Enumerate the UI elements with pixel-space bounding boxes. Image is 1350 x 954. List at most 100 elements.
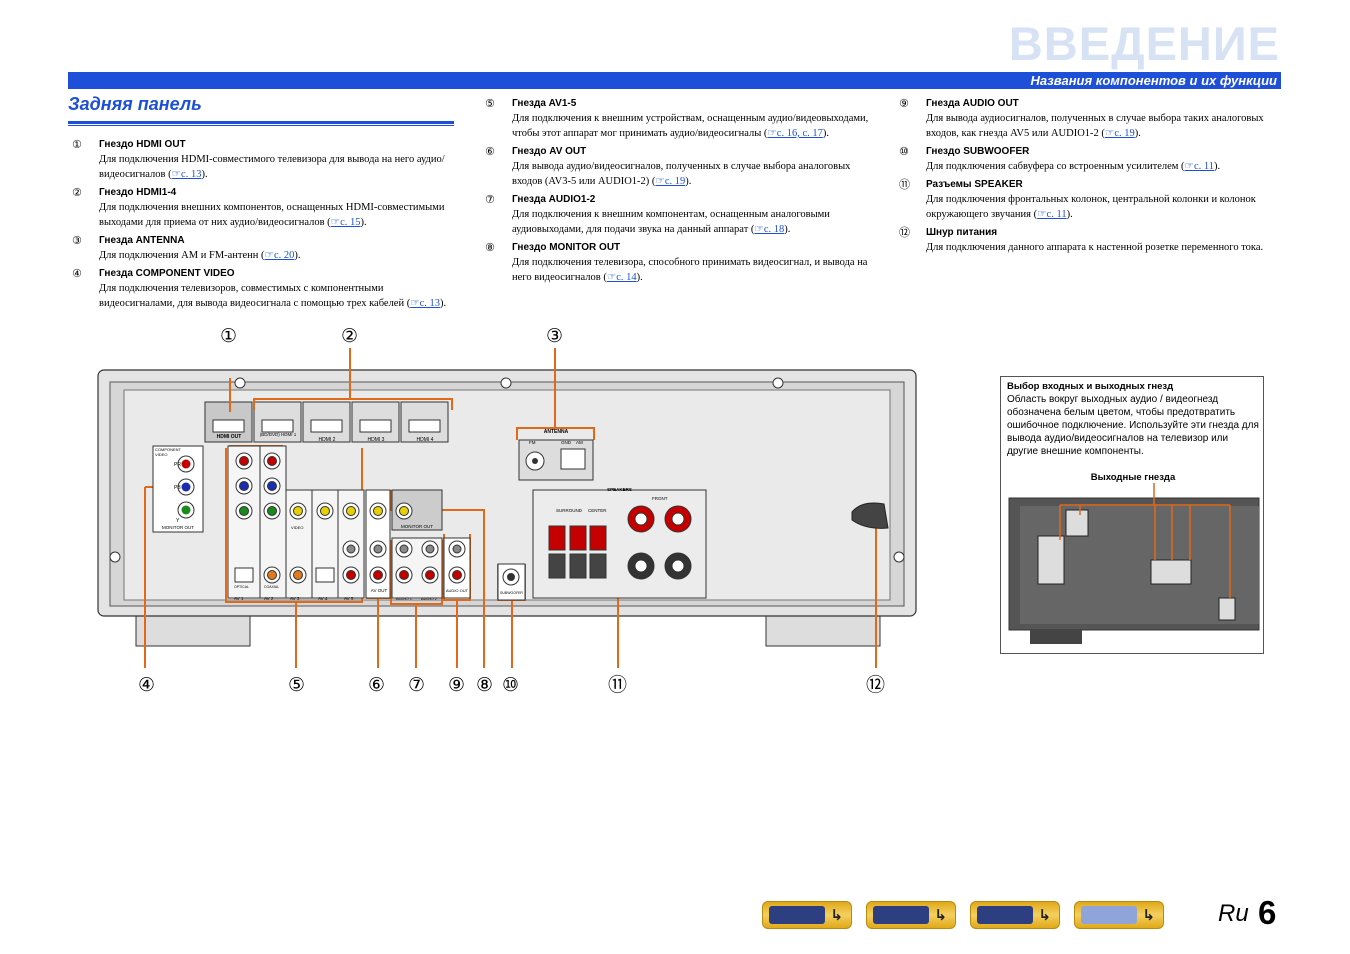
label-front: FRONT — [652, 496, 668, 501]
label-video: VIDEO — [291, 525, 304, 530]
callout-10: ⑩ — [502, 674, 520, 696]
item-text: Для подключения к внешним устройствам, о… — [512, 113, 869, 139]
label-center: CENTER — [588, 508, 607, 513]
label-hdmi4: HDMI 4 — [416, 437, 434, 443]
rear-panel-icon — [977, 906, 1033, 924]
label-av5: AV 5 — [344, 596, 354, 601]
nav-front-panel-button[interactable]: ↳ — [762, 901, 852, 929]
callout-8: ⑧ — [476, 674, 494, 696]
item-text: Для подключения сабвуфера со встроенным … — [926, 161, 1221, 172]
info-box-title: Выбор входных и выходных гнезд — [1007, 381, 1174, 392]
remote-control-icon — [1081, 906, 1137, 924]
item-title: Разъемы SPEAKER — [926, 179, 1023, 190]
item-title: Гнездо SUBWOOFER — [926, 146, 1030, 157]
return-arrow-icon: ↳ — [1038, 906, 1051, 924]
page-ref-link[interactable]: ☞с. 15 — [330, 217, 361, 228]
item-text: Для вывода аудиосигналов, полученных в с… — [926, 113, 1264, 139]
label-surround: SURROUND — [556, 508, 583, 513]
page-ref-link[interactable]: ☞с. 11 — [1184, 161, 1214, 172]
item-number: ③ — [72, 234, 82, 247]
callout-9: ⑨ — [448, 674, 466, 696]
label-hdmi3: HDMI 3 — [367, 437, 385, 443]
callout-11: ⑪ — [608, 674, 628, 696]
item-number: ⑨ — [899, 97, 909, 110]
label-gnd: GND — [561, 440, 571, 445]
section-rule — [68, 121, 454, 126]
label-am: AM — [576, 440, 583, 445]
label-av2: AV 2 — [264, 596, 274, 601]
items-column-3: ⑨ Гнезда AUDIO OUT Для вывода аудиосигнал… — [899, 96, 1284, 258]
page-ref-link[interactable]: ☞с. 18 — [754, 224, 785, 235]
list-item: ⑨ Гнезда AUDIO OUT Для вывода аудиосигнал… — [899, 96, 1284, 141]
page-ref-link[interactable]: ☞с. 14 — [606, 272, 637, 283]
item-title: Гнезда AUDIO OUT — [926, 98, 1019, 109]
page-ref-link[interactable]: ☞с. 16, с. 17 — [767, 128, 823, 139]
item-text: Для подключения HDMI-совместимого телеви… — [99, 154, 445, 180]
label-av-out: AV OUT — [370, 588, 388, 593]
label-audio-out: AUDIO OUT — [445, 588, 469, 593]
item-number: ⑪ — [899, 178, 910, 191]
callout-7: ⑦ — [408, 674, 426, 696]
item-title: Гнезда AV1-5 — [512, 98, 577, 109]
page-ref-link[interactable]: ☞с. 13 — [171, 169, 202, 180]
list-item: ⑧ Гнездо MONITOR OUT Для подключения теле… — [485, 240, 870, 285]
callout-3: ③ — [546, 325, 564, 347]
page-ref-link[interactable]: ☞с. 11 — [1037, 209, 1067, 220]
item-number: ⑥ — [485, 145, 495, 158]
item-number: ① — [72, 138, 82, 151]
page-ref-link[interactable]: ☞с. 13 — [410, 298, 441, 309]
label-av1: AV 1 — [234, 596, 244, 601]
label-pr: PR — [174, 462, 181, 468]
nav-remote-button[interactable]: ↳ — [1074, 901, 1164, 929]
label-hdmi1: (BD/DVD) HDMI 1 — [259, 432, 297, 437]
page-ref-link[interactable]: ☞с. 20 — [264, 250, 295, 261]
label-y: Y — [176, 518, 180, 524]
label-monitor-out: MONITOR OUT — [162, 525, 194, 530]
item-text: Для подключения внешних компонентов, осн… — [99, 202, 445, 228]
item-title: Гнездо MONITOR OUT — [512, 242, 621, 253]
label-antenna: ANTENNA — [543, 429, 569, 435]
item-number: ⑩ — [899, 145, 909, 158]
header-bar: Названия компонентов и их функции — [68, 72, 1281, 89]
label-optical: OPTICAL — [234, 585, 249, 589]
item-text: Для подключения телевизора, способного п… — [512, 257, 868, 283]
item-text: Для подключения телевизоров, совместимых… — [99, 283, 447, 309]
item-title: Гнезда COMPONENT VIDEO — [99, 268, 235, 279]
label-pb: PB — [174, 485, 181, 491]
info-box-output-label: Выходные гнезда — [1090, 472, 1176, 483]
label-hdmi-out: HDMI OUT — [216, 434, 242, 440]
item-title: Гнездо HDMI1-4 — [99, 187, 177, 198]
callout-12: ⑫ — [866, 674, 886, 696]
info-box: Выбор входных и выходных гнезд Область в… — [1000, 376, 1264, 654]
label-component-video: COMPONENT VIDEO — [155, 447, 181, 457]
page-number: 6 — [1258, 894, 1277, 931]
label-subwoofer: SUBWOOFER — [500, 591, 523, 595]
page-ref-link[interactable]: ☞с. 19 — [655, 176, 686, 187]
list-item: ⑩ Гнездо SUBWOOFER Для подключения сабвуф… — [899, 144, 1284, 174]
item-number: ⑫ — [899, 226, 910, 239]
callout-1: ① — [220, 325, 238, 347]
nav-rear-panel-button[interactable]: ↳ — [970, 901, 1060, 929]
header-bar-text: Названия компонентов и их функции — [1030, 73, 1277, 88]
nav-front-display-button[interactable]: ↳ — [866, 901, 956, 929]
return-arrow-icon: ↳ — [1142, 906, 1155, 924]
label-av4: AV 4 — [318, 596, 328, 601]
item-text: Для подключения к внешним компонентам, о… — [512, 209, 830, 235]
item-text: Для подключения данного аппарата к насте… — [926, 242, 1264, 253]
label-av3: AV 3 — [290, 596, 300, 601]
label-monitor-out-2: MONITOR OUT — [401, 524, 433, 529]
item-number: ⑧ — [485, 241, 495, 254]
info-box-text: Область вокруг выходных аудио / видеогне… — [1007, 394, 1259, 457]
page-ref-link[interactable]: ☞с. 19 — [1104, 128, 1135, 139]
